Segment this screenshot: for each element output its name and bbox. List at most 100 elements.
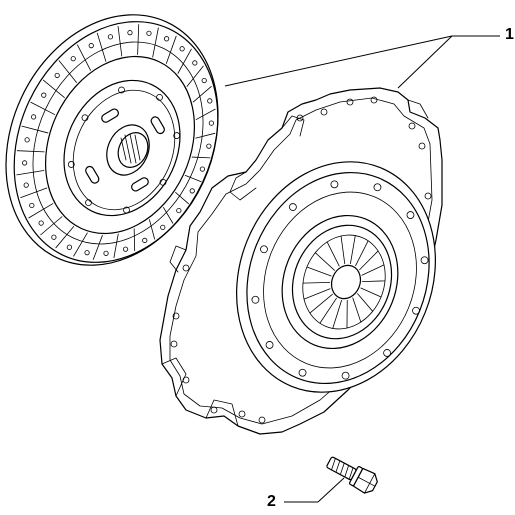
hub-hole <box>67 161 75 168</box>
rivet <box>54 72 60 79</box>
friction-groove <box>186 65 204 87</box>
flange-hole <box>370 96 378 104</box>
cover-bolt-hole <box>298 368 307 377</box>
hub-hole <box>173 132 181 139</box>
hub-holes <box>67 86 181 214</box>
cover-bolt-hole <box>383 349 392 357</box>
cover-bolt-hole <box>288 203 297 211</box>
friction-groove <box>73 232 88 257</box>
diaphragm-spring-fingers <box>302 235 386 329</box>
flange-hole <box>296 114 304 122</box>
rivet <box>164 36 170 42</box>
spring-finger <box>332 299 342 329</box>
flange-hole <box>346 98 354 106</box>
friction-groove <box>133 228 136 252</box>
hub-hole <box>159 178 167 186</box>
rivet <box>179 46 185 52</box>
rivet <box>201 77 207 84</box>
callout-1-leader-disc <box>224 35 453 87</box>
friction-groove <box>195 108 216 120</box>
damper-spring <box>101 108 119 123</box>
rivet <box>84 250 90 256</box>
rivet <box>176 207 182 214</box>
cover-bolt-hole <box>406 211 415 219</box>
friction-groove <box>165 35 177 64</box>
flange-hole <box>182 264 190 272</box>
flange-holes <box>170 96 432 424</box>
cover-bolt-hole <box>420 256 429 265</box>
friction-segments <box>16 24 216 260</box>
flange-hole <box>170 340 178 348</box>
rivet <box>142 237 148 243</box>
spring-finger <box>350 235 356 265</box>
hub-hole <box>81 114 89 122</box>
damper-spring <box>131 177 149 192</box>
friction-groove <box>163 207 174 224</box>
rivet <box>127 30 133 36</box>
friction-groove <box>40 216 63 236</box>
flange-hole <box>424 192 432 200</box>
friction-groove <box>192 86 212 103</box>
spring-finger <box>314 252 335 271</box>
friction-groove <box>96 32 107 62</box>
friction-groove <box>76 44 91 71</box>
clutch-pressure-plate <box>159 87 443 435</box>
flange-hole <box>210 406 218 414</box>
rivet <box>206 143 212 149</box>
rivet <box>38 220 44 226</box>
friction-groove <box>16 150 45 153</box>
bolt <box>326 456 378 494</box>
friction-groove <box>113 233 119 259</box>
friction-groove <box>16 170 45 176</box>
spring-finger <box>302 281 331 284</box>
friction-groove <box>28 203 54 219</box>
friction-groove <box>175 192 190 205</box>
friction-groove <box>195 132 216 139</box>
friction-groove <box>58 60 77 83</box>
cover-bolt-hole <box>330 180 339 189</box>
flange-hole <box>182 376 190 384</box>
damper-spring <box>85 165 100 184</box>
spring-finger <box>319 297 337 324</box>
spring-finger <box>355 240 369 267</box>
cover-bolt-hole <box>341 371 350 380</box>
spring-finger <box>359 250 379 271</box>
rivet <box>22 160 28 166</box>
flange-hole <box>408 122 416 130</box>
friction-groove <box>184 175 202 183</box>
rivet <box>189 188 195 194</box>
friction-groove <box>20 187 48 198</box>
callout-2-leader <box>317 477 345 503</box>
damper-springs <box>85 108 165 192</box>
rivet <box>208 120 214 126</box>
rivet <box>66 244 72 250</box>
rivet <box>199 166 205 172</box>
callout-1: 1 <box>224 26 514 89</box>
rivet <box>29 202 35 209</box>
spring-finger <box>340 235 346 265</box>
spring-finger <box>309 293 333 314</box>
friction-groove <box>191 156 211 159</box>
hub-hole <box>156 93 163 101</box>
friction-groove <box>149 219 156 240</box>
flange-hole <box>238 410 246 418</box>
friction-groove <box>55 226 75 249</box>
spring-finger <box>357 293 374 312</box>
rivet <box>24 137 30 143</box>
rivet <box>41 92 47 98</box>
rivet <box>207 98 213 104</box>
rivet <box>51 234 57 240</box>
rivet <box>88 43 94 49</box>
clutch-disc <box>5 14 219 266</box>
flange-hole <box>418 142 426 150</box>
damper-spring <box>150 116 165 135</box>
rivet <box>192 60 198 66</box>
rivet <box>23 182 29 188</box>
cover-bolt-hole <box>265 341 274 349</box>
cover-bolt-hole <box>373 183 382 192</box>
spring-finger <box>306 266 332 277</box>
friction-groove <box>152 27 159 58</box>
callout-1-leader-plate <box>397 35 453 89</box>
spring-finger <box>303 288 331 300</box>
